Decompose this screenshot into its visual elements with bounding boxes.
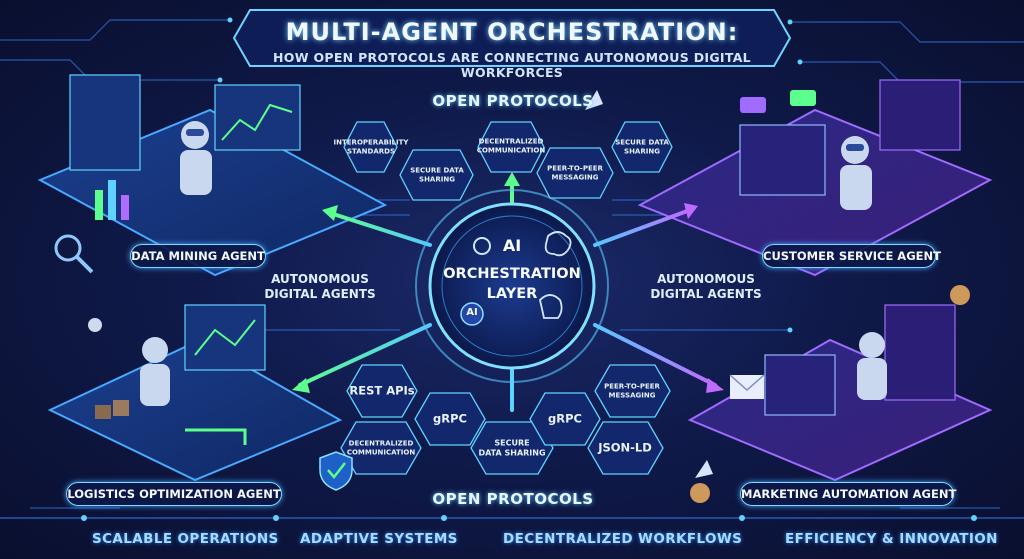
logistics-scene <box>95 304 266 445</box>
hex-grpc-left: gRPC <box>433 411 467 426</box>
shield-icon <box>319 451 353 491</box>
core-title-line1: ORCHESTRATION <box>443 266 581 282</box>
footer-decentralized-workflows: DECENTRALIZED WORKFLOWS <box>503 531 743 547</box>
handshake-icon-bottom <box>690 483 710 503</box>
core-ai-badge-bottom: AI <box>466 307 478 318</box>
footer-efficiency-innovation: EFFICIENCY & INNOVATION <box>785 531 998 547</box>
marketing-automation-agent-label: MARKETING AUTOMATION AGENT <box>740 482 956 506</box>
footer-scalable-operations: SCALABLE OPERATIONS <box>92 531 279 547</box>
logistics-optimization-agent-label: LOGISTICS OPTIMIZATION AGENT <box>66 482 282 506</box>
page-title: MULTI-AGENT ORCHESTRATION: <box>285 18 739 46</box>
gear-icon <box>473 237 491 255</box>
rocket-icon <box>585 90 603 110</box>
hex-rest-apis: REST APIs <box>349 383 415 398</box>
customer-service-scene <box>739 79 961 210</box>
hex-json-ld: JSON-LD <box>598 440 652 455</box>
title-banner-frame <box>232 9 792 67</box>
top-protocols-heading: OPEN PROTOCOLS <box>432 92 594 110</box>
core-title-line2: LAYER <box>486 286 538 302</box>
arrow-heads <box>292 172 724 393</box>
title-banner: MULTI-AGENT ORCHESTRATION: HOW OPEN PROT… <box>238 8 786 80</box>
brain-icon <box>544 231 572 257</box>
core-outer-ring <box>415 189 609 383</box>
page-subtitle: HOW OPEN PROTOCOLS ARE CONNECTING AUTONO… <box>273 50 751 80</box>
hex-grpc-right: gRPC <box>548 411 582 426</box>
magnifier-icon <box>54 234 82 262</box>
platform-logistics <box>47 338 343 482</box>
drone-icon <box>88 318 102 332</box>
bottom-protocols-heading: OPEN PROTOCOLS <box>432 490 594 508</box>
customer-service-agent-label: CUSTOMER SERVICE AGENT <box>762 244 941 268</box>
bottom-protocol-hexes <box>340 364 671 475</box>
core-circle <box>428 202 596 370</box>
core-ai-badge-top: AI <box>502 236 522 255</box>
top-protocol-hexes <box>343 121 673 201</box>
data-mining-scene <box>69 74 301 220</box>
marketing-scene <box>729 304 956 416</box>
core-inner-ring <box>441 215 583 357</box>
footer-adaptive-systems: ADAPTIVE SYSTEMS <box>300 531 458 547</box>
data-mining-agent-label: DATA MINING AGENT <box>130 244 266 268</box>
handshake-icon-right <box>950 285 970 305</box>
ai-chip-icon-badge <box>460 302 484 326</box>
connection-arrows <box>298 178 717 412</box>
rocket-icon-2 <box>695 460 713 478</box>
head-profile-icon <box>539 294 563 319</box>
